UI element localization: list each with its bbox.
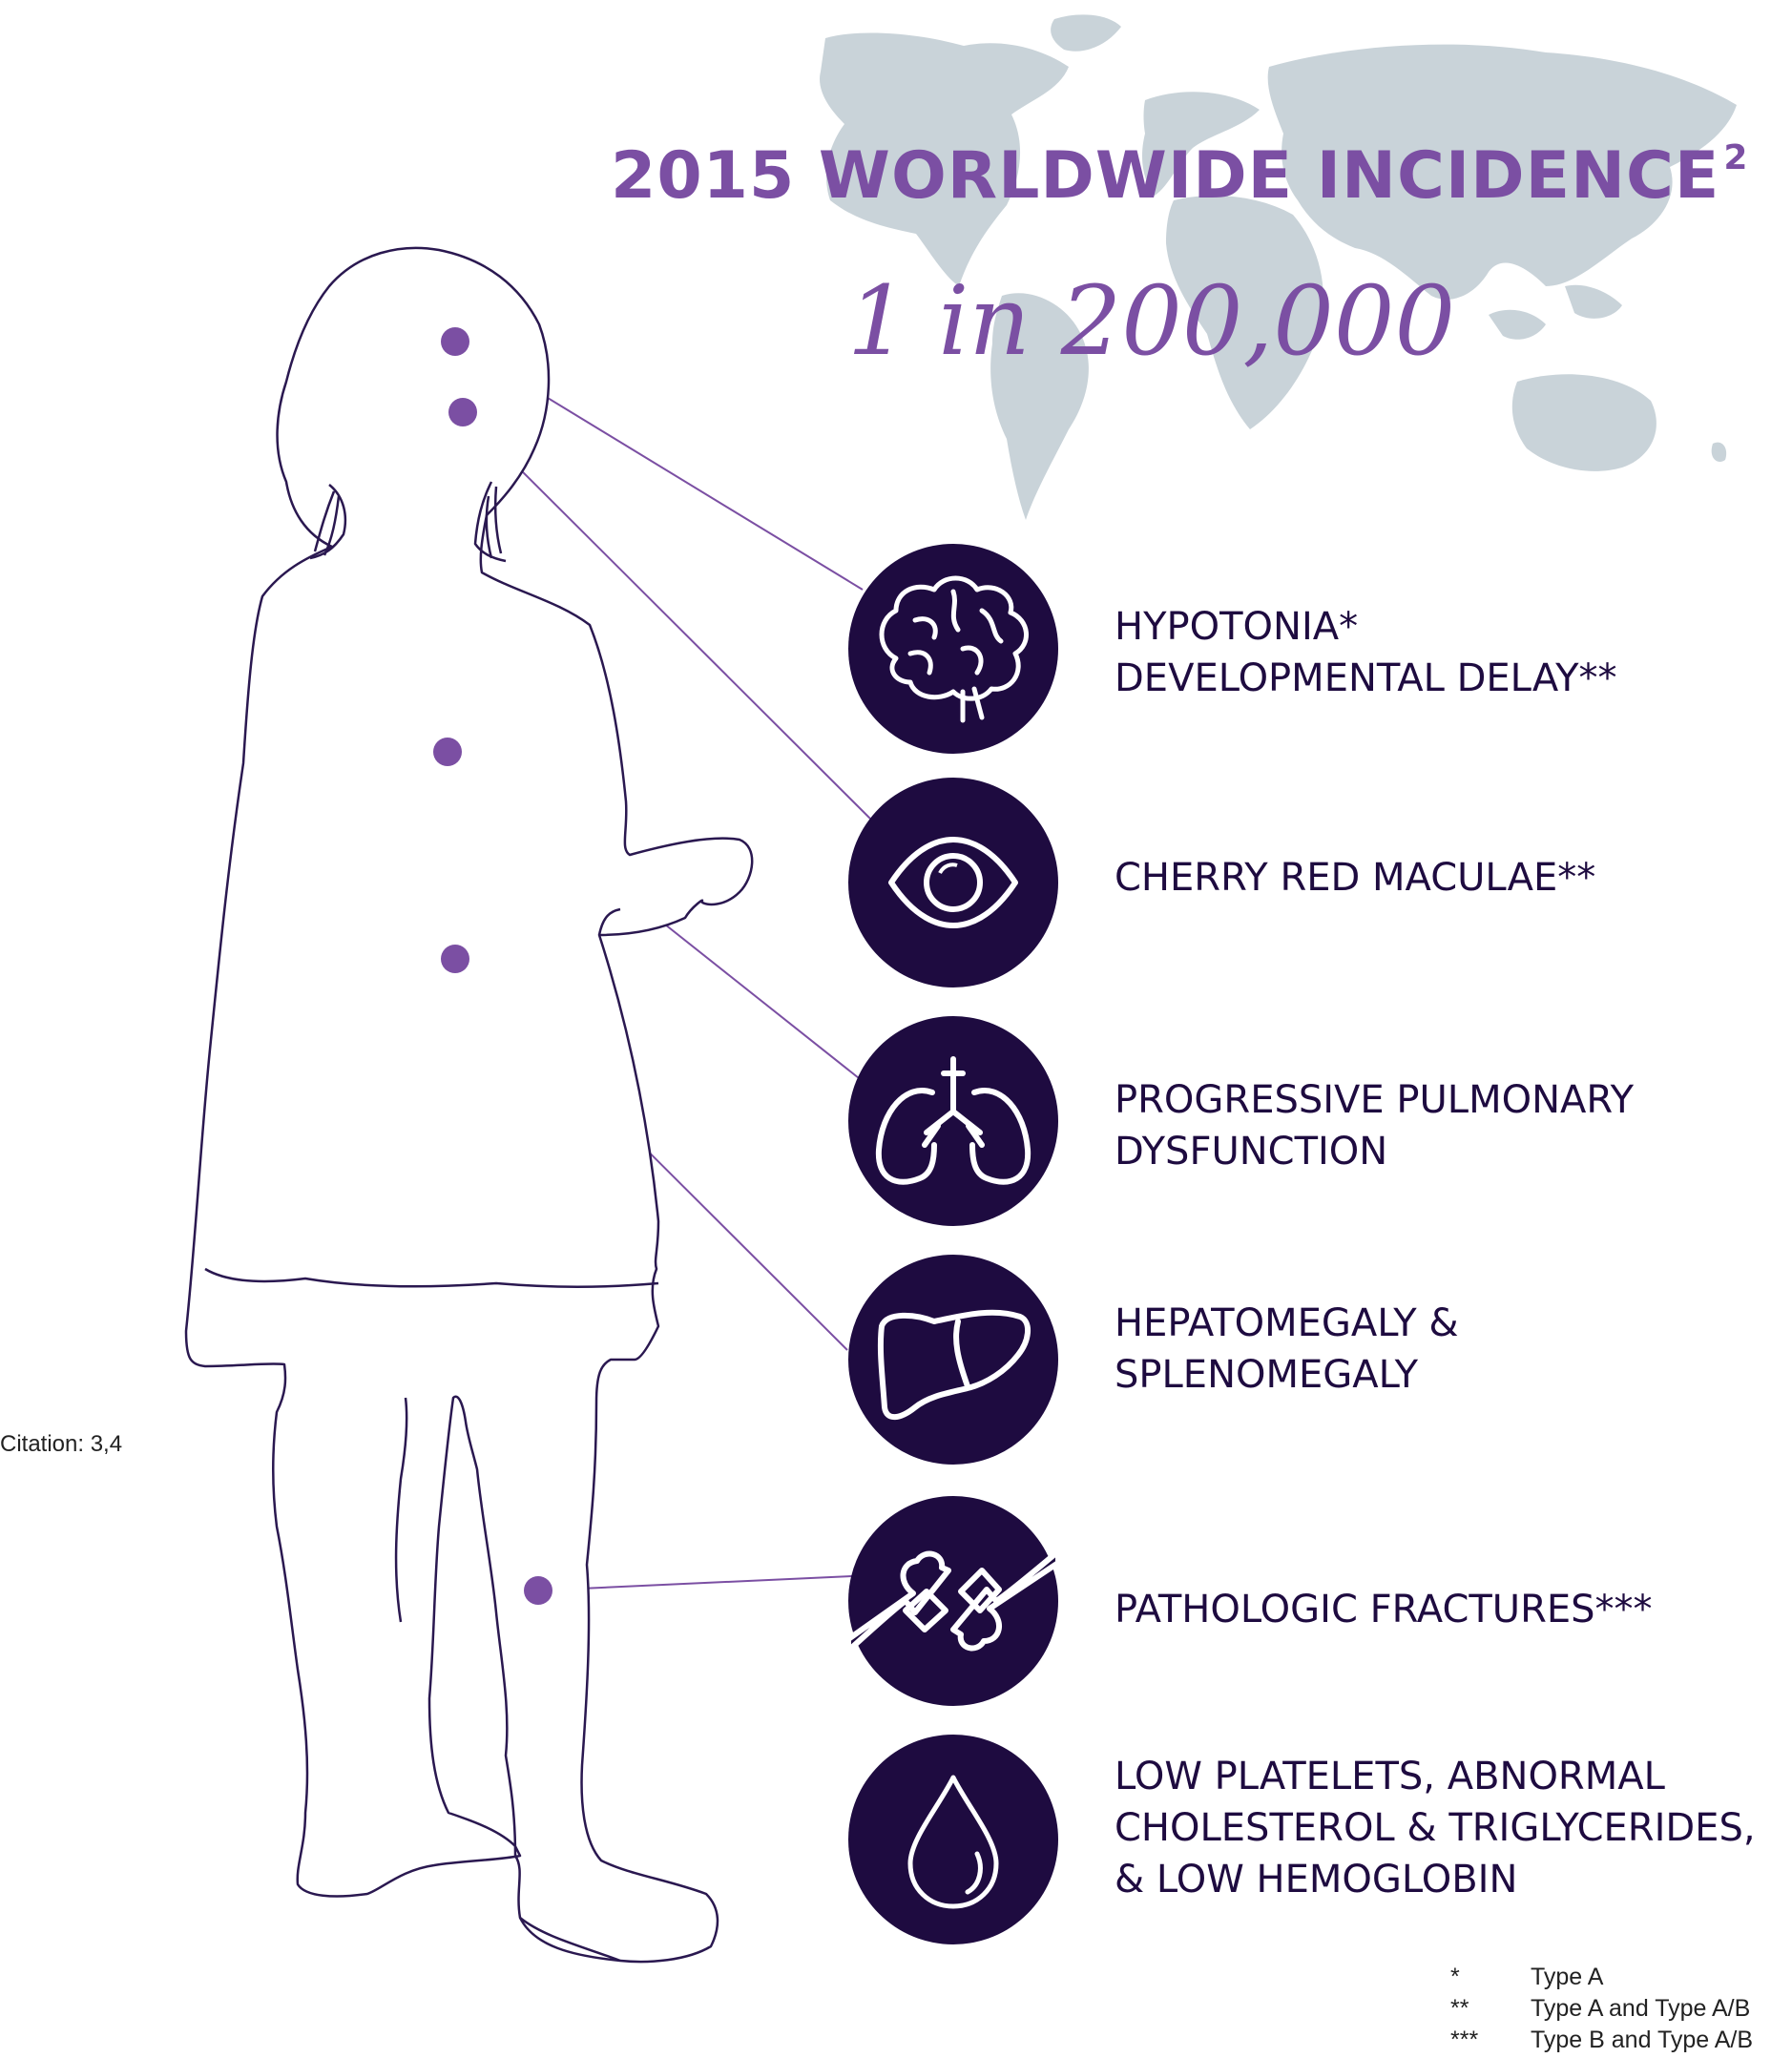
title-citation-superscript: 2 <box>1723 138 1749 177</box>
bone-fracture-icon <box>845 1496 1061 1706</box>
symptom-line: HEPATOMEGALY & <box>1115 1301 1459 1345</box>
symptom-label-eye: CHERRY RED MACULAE** <box>1115 852 1782 904</box>
marker-head <box>441 327 469 356</box>
symptom-line: DYSFUNCTION <box>1115 1130 1388 1174</box>
symptom-label-neuro: HYPOTONIA* DEVELOPMENTAL DELAY** <box>1115 601 1782 704</box>
legend-symbol: * <box>1450 1964 1460 1990</box>
title-text: 2015 WORLDWIDE INCIDENCE <box>611 138 1720 214</box>
blood-drop-icon <box>848 1735 1058 1944</box>
citation-note: Citation: 3,4 <box>0 1431 123 1457</box>
symptom-line: LOW PLATELETS, ABNORMAL <box>1115 1755 1665 1798</box>
symptom-line: CHERRY RED MACULAE** <box>1115 856 1596 900</box>
symptom-line: HYPOTONIA* <box>1115 605 1359 649</box>
marker-knee <box>524 1576 552 1605</box>
symptom-line: SPLENOMEGALY <box>1115 1353 1419 1397</box>
brain-icon <box>848 544 1058 754</box>
connector-bone <box>537 1575 853 1591</box>
legend-text: Type B and Type A/B <box>1531 2027 1754 2053</box>
marker-eye <box>448 398 477 426</box>
symptom-line: CHOLESTEROL & TRIGLYCERIDES, <box>1115 1806 1756 1850</box>
symptom-line: & LOW HEMOGLOBIN <box>1115 1858 1518 1902</box>
marker-dots <box>433 327 552 1605</box>
world-map <box>820 14 1737 520</box>
symptom-label-blood: LOW PLATELETS, ABNORMAL CHOLESTEROL & TR… <box>1115 1751 1782 1905</box>
liver-icon <box>848 1255 1058 1465</box>
legend-symbol: *** <box>1450 2027 1479 2053</box>
eye-icon <box>848 778 1058 987</box>
symptom-label-liver: HEPATOMEGALY & SPLENOMEGALY <box>1115 1298 1782 1401</box>
symptom-line: PATHOLOGIC FRACTURES*** <box>1115 1588 1653 1632</box>
legend-text: Type A <box>1531 1964 1604 1990</box>
marker-abdomen <box>441 945 469 973</box>
child-silhouette <box>184 246 754 1964</box>
legend-row-type-a-ab: ** Type A and Type A/B <box>1450 1995 1784 2027</box>
legend-symbol: ** <box>1450 1995 1469 2022</box>
symptom-line: PROGRESSIVE PULMONARY <box>1115 1078 1635 1122</box>
incidence-statistic: 1 in 200,000 <box>847 265 1456 377</box>
legend-row-type-b-ab: *** Type B and Type A/B <box>1450 2027 1784 2058</box>
legend-row-type-a: * Type A <box>1450 1964 1784 1995</box>
legend-text: Type A and Type A/B <box>1531 1995 1751 2022</box>
lungs-icon <box>848 1016 1058 1226</box>
symptom-label-lungs: PROGRESSIVE PULMONARY DYSFUNCTION <box>1115 1074 1782 1177</box>
symptom-line: DEVELOPMENTAL DELAY** <box>1115 656 1617 700</box>
marker-chest <box>433 738 462 766</box>
connector-eye <box>462 411 871 820</box>
footnote-legend: * Type A ** Type A and Type A/B *** Type… <box>1450 1964 1784 2058</box>
symptom-label-bone: PATHOLOGIC FRACTURES*** <box>1115 1584 1782 1635</box>
